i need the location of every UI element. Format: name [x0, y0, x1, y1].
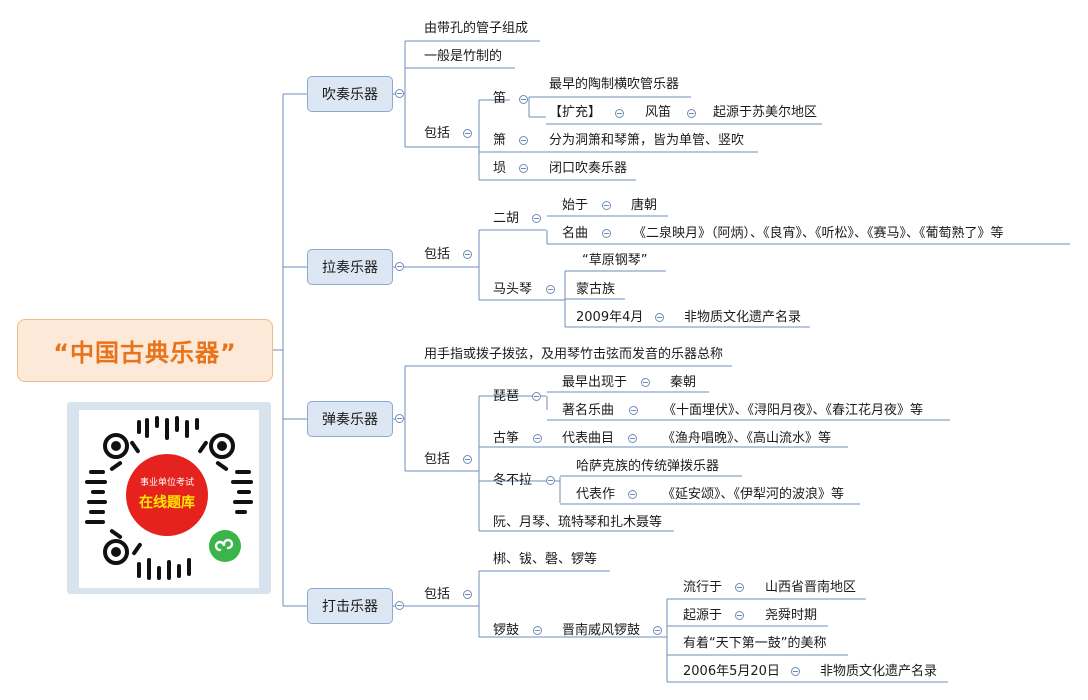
- percussion-group[interactable]: 梆、钹、磬、锣等: [493, 552, 598, 567]
- qr-code-card: 事业单位考试 在线题库: [67, 402, 271, 594]
- collapse-toggle-icon[interactable]: [532, 214, 541, 223]
- dongbula-desc[interactable]: 哈萨克族的传统弹拨乐器: [576, 459, 720, 474]
- collapse-toggle-icon[interactable]: [615, 109, 624, 118]
- collapse-toggle-icon[interactable]: [395, 89, 404, 98]
- collapse-toggle-icon[interactable]: [463, 250, 472, 259]
- xiao-label[interactable]: 箫: [493, 133, 507, 148]
- collapse-toggle-icon[interactable]: [735, 583, 744, 592]
- pipa-first[interactable]: 秦朝: [670, 375, 697, 390]
- collapse-toggle-icon[interactable]: [602, 201, 611, 210]
- bowed-includes-label[interactable]: 包括: [424, 247, 451, 262]
- erhu-label[interactable]: 二胡: [493, 211, 520, 226]
- guzheng-works-label[interactable]: 代表曲目: [562, 431, 615, 446]
- luogu-item[interactable]: 晋南威风锣鼓: [562, 623, 641, 638]
- plucked-others[interactable]: 阮、月琴、琉特琴和扎木聂等: [493, 515, 663, 530]
- question-bank-badge: 事业单位考试 在线题库: [126, 454, 208, 536]
- collapse-toggle-icon[interactable]: [629, 406, 638, 415]
- di-desc[interactable]: 最早的陶制横吹管乐器: [549, 77, 680, 92]
- collapse-toggle-icon[interactable]: [519, 95, 528, 104]
- collapse-toggle-icon[interactable]: [519, 136, 528, 145]
- collapse-toggle-icon[interactable]: [463, 455, 472, 464]
- collapse-toggle-icon[interactable]: [519, 164, 528, 173]
- luogu-status[interactable]: 非物质文化遗产名录: [820, 664, 938, 679]
- pipa-first-label[interactable]: 最早出现于: [562, 375, 628, 390]
- collapse-toggle-icon[interactable]: [395, 262, 404, 271]
- luogu-popular-label[interactable]: 流行于: [683, 580, 723, 595]
- topic-plucked[interactable]: 弹奏乐器: [307, 401, 393, 437]
- matouqin-alias[interactable]: “草原钢琴”: [582, 253, 648, 268]
- luogu-label[interactable]: 锣鼓: [493, 623, 520, 638]
- matouqin-label[interactable]: 马头琴: [493, 282, 533, 297]
- dongbula-label[interactable]: 冬不拉: [493, 473, 533, 488]
- pipa-works-label[interactable]: 著名乐曲: [562, 403, 615, 418]
- guzheng-works[interactable]: 《渔舟唱晚》、《高山流水》等: [662, 431, 832, 446]
- xiao-desc[interactable]: 分为洞箫和琴箫，皆为单管、竖吹: [549, 133, 745, 148]
- luogu-fame[interactable]: 有着“天下第一鼓”的美称: [683, 636, 827, 651]
- guzheng-label[interactable]: 古筝: [493, 431, 520, 446]
- collapse-toggle-icon[interactable]: [532, 392, 541, 401]
- percussion-includes-label[interactable]: 包括: [424, 587, 451, 602]
- wind-note[interactable]: 一般是竹制的: [424, 49, 503, 64]
- collapse-toggle-icon[interactable]: [628, 434, 637, 443]
- plucked-includes-label[interactable]: 包括: [424, 452, 451, 467]
- collapse-toggle-icon[interactable]: [791, 667, 800, 676]
- plucked-definition[interactable]: 用手指或拨子拨弦，及用琴竹击弦而发音的乐器总称: [424, 347, 724, 362]
- collapse-toggle-icon[interactable]: [735, 611, 744, 620]
- central-topic[interactable]: “中国古典乐器”: [17, 319, 273, 382]
- collapse-toggle-icon[interactable]: [395, 601, 404, 610]
- collapse-toggle-icon[interactable]: [653, 626, 662, 635]
- matouqin-date[interactable]: 2009年4月: [576, 310, 644, 325]
- dongbula-works[interactable]: 《延安颂》、《伊犁河的波浪》等: [662, 487, 845, 502]
- erhu-start[interactable]: 唐朝: [631, 198, 658, 213]
- luogu-origin[interactable]: 尧舜时期: [765, 608, 818, 623]
- di-ext-item[interactable]: 风笛: [645, 105, 672, 120]
- topic-wind[interactable]: 吹奏乐器: [307, 76, 393, 112]
- luogu-date[interactable]: 2006年5月20日: [683, 664, 780, 679]
- matouqin-status[interactable]: 非物质文化遗产名录: [684, 310, 802, 325]
- di-ext-desc[interactable]: 起源于苏美尔地区: [713, 105, 818, 120]
- collapse-toggle-icon[interactable]: [533, 434, 542, 443]
- collapse-toggle-icon[interactable]: [641, 378, 650, 387]
- erhu-works-label[interactable]: 名曲: [562, 226, 589, 241]
- wind-includes-label[interactable]: 包括: [424, 126, 451, 141]
- pipa-label[interactable]: 琵琶: [493, 389, 520, 404]
- collapse-toggle-icon[interactable]: [463, 590, 472, 599]
- collapse-toggle-icon[interactable]: [546, 285, 555, 294]
- dongbula-works-label[interactable]: 代表作: [576, 487, 616, 502]
- collapse-toggle-icon[interactable]: [602, 229, 611, 238]
- matouqin-people[interactable]: 蒙古族: [576, 282, 616, 297]
- di-ext-label[interactable]: 【扩充】: [549, 105, 602, 120]
- erhu-works[interactable]: 《二泉映月》（阿炳）、《良宵》、《听松》、《赛马》、《葡萄熟了》等: [633, 226, 1004, 241]
- collapse-toggle-icon[interactable]: [533, 626, 542, 635]
- erhu-start-label[interactable]: 始于: [562, 198, 589, 213]
- luogu-origin-label[interactable]: 起源于: [683, 608, 723, 623]
- qr-pattern-icon: [85, 416, 253, 580]
- luogu-popular[interactable]: 山西省晋南地区: [765, 580, 857, 595]
- qr-code-image: 事业单位考试 在线题库: [79, 410, 259, 588]
- wind-note[interactable]: 由带孔的管子组成: [424, 21, 529, 36]
- badge-line2: 在线题库: [139, 494, 195, 511]
- collapse-toggle-icon[interactable]: [395, 414, 404, 423]
- xun-label[interactable]: 埙: [493, 161, 507, 176]
- pipa-works[interactable]: 《十面埋伏》、《浔阳月夜》、《春江花月夜》等: [663, 403, 924, 418]
- badge-line1: 事业单位考试: [139, 477, 194, 488]
- collapse-toggle-icon[interactable]: [687, 109, 696, 118]
- mini-program-icon: [209, 530, 241, 562]
- collapse-toggle-icon[interactable]: [546, 476, 555, 485]
- collapse-toggle-icon[interactable]: [655, 313, 664, 322]
- collapse-toggle-icon[interactable]: [628, 490, 637, 499]
- topic-percussion[interactable]: 打击乐器: [307, 588, 393, 624]
- di-label[interactable]: 笛: [493, 91, 507, 106]
- topic-bowed[interactable]: 拉奏乐器: [307, 249, 393, 285]
- xun-desc[interactable]: 闭口吹奏乐器: [549, 161, 628, 176]
- collapse-toggle-icon[interactable]: [463, 129, 472, 138]
